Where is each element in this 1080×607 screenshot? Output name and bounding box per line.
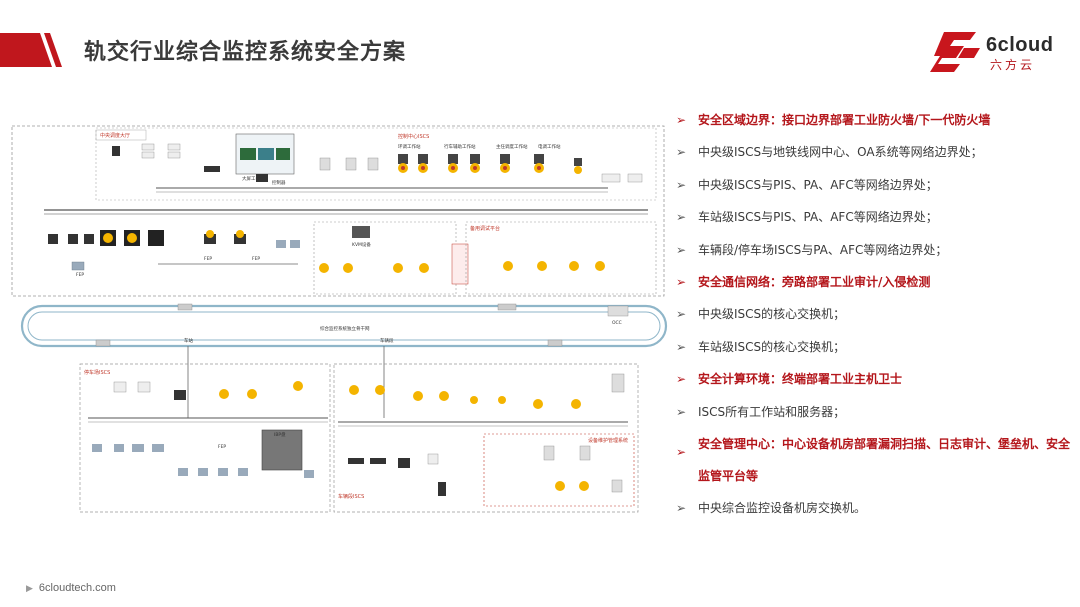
logo-subtitle: 六方云 <box>990 58 1036 72</box>
park-io <box>92 444 314 478</box>
point-item: ➢车站级ISCS的核心交换机； <box>676 339 846 354</box>
point-network-heading: ➢安全通信网络：旁路部署工业审计/入侵检测 <box>676 274 931 289</box>
arrow-icon: ➢ <box>676 242 687 257</box>
arrow-icon: ➢ <box>676 339 687 354</box>
center-dispatch-label: 中央调度大厅 <box>100 132 130 139</box>
kvm-label: KVM设备 <box>352 241 371 248</box>
arrow-icon: ➢ <box>676 177 687 192</box>
arrow-icon: ➢ <box>676 500 687 515</box>
occ-label: OCC <box>612 320 622 326</box>
backbone-ring <box>20 304 668 348</box>
controller-label: 控制器 <box>272 179 286 186</box>
point-item: ➢ISCS所有工作站和服务器； <box>676 404 846 419</box>
ws-label-4: 电调工作站 <box>538 143 561 150</box>
park-zone-label: 停车场ISCS <box>84 369 110 376</box>
security-points-list: ➢安全区域边界：接口边界部署工业防火墙/下一代防火墙 ➢中央级ISCS与地铁线网… <box>672 112 1072 532</box>
arrow-icon: ➢ <box>676 145 687 160</box>
point-item: ➢中央级ISCS的核心交换机； <box>676 307 846 322</box>
point-item: ➢车站级ISCS与PIS、PA、AFC等网络边界处； <box>676 210 938 225</box>
arrow-icon: ➢ <box>676 372 687 387</box>
maintenance-label: 设备维护管理系统 <box>588 437 628 444</box>
big-screen-label: 大屏工作站 <box>242 175 265 182</box>
station-label: 车站 <box>184 337 193 344</box>
point-management-heading: ➢安全管理中心：中心设备机房部署漏洞扫描、日志审计、堡垒机、安全监管平台等 <box>676 436 1071 483</box>
fep-label-1: FEP <box>76 272 84 278</box>
backup-platform-label: 备用调试平台 <box>470 225 500 232</box>
ring-label: 综合监控系统独立骨干网 <box>320 325 370 332</box>
point-item: ➢中央综合监控设备机房交换机。 <box>676 500 867 515</box>
page-title: 轨交行业综合监控系统安全方案 <box>84 40 407 65</box>
depot-zone-label: 车辆段ISCS <box>338 493 364 500</box>
arrow-icon: ➢ <box>676 404 687 419</box>
footer-url[interactable]: 6cloudtech.com <box>38 582 116 594</box>
maintenance-equipment <box>348 445 623 496</box>
server-group-left <box>48 230 164 271</box>
fep-label-4: FEP <box>218 444 226 450</box>
point-item: ➢中央级ISCS与PIS、PA、AFC等网络边界处； <box>676 177 938 192</box>
point-computing-heading: ➢安全计算环境：终端部署工业主机卫士 <box>676 372 903 387</box>
network-diagram: 控制中心ISCS 中央调度大厅 大屏工作站 控制器 环调工作站 行车辅助工作站 … <box>11 125 668 513</box>
ws-label-1: 环调工作站 <box>398 143 421 150</box>
center-zone-label: 控制中心ISCS <box>398 133 429 140</box>
arrow-icon: ➢ <box>676 274 687 289</box>
point-item: ➢中央级ISCS与地铁线网中心、OA系统等网络边界处； <box>676 145 983 160</box>
fep-label-3: FEP <box>252 256 260 262</box>
ibp-label: IBP盘 <box>274 431 286 438</box>
footer: ▶ 6cloudtech.com <box>26 582 116 594</box>
fep-label-2: FEP <box>204 256 212 262</box>
logo-text: 6cloud <box>986 34 1054 56</box>
workstation-row-top <box>319 154 582 174</box>
point-item: ➢车辆段/停车场ISCS与PA、AFC等网络边界处； <box>676 242 948 257</box>
ws-label-2: 行车辅助工作站 <box>444 143 476 150</box>
arrow-icon: ➢ <box>676 210 687 225</box>
park-equipment <box>113 381 303 400</box>
arrow-icon: ➢ <box>676 307 687 322</box>
depot-equipment <box>349 373 625 409</box>
logo-icon <box>930 32 980 72</box>
arrow-icon: ➢ <box>676 444 687 459</box>
ibp-panel <box>261 429 303 471</box>
kvm-workstations <box>319 261 605 273</box>
ws-label-3: 主任调度工作站 <box>496 143 528 150</box>
point-boundary-heading: ➢安全区域边界：接口边界部署工业防火墙/下一代防火墙 <box>676 113 991 127</box>
arrow-icon: ➢ <box>676 113 687 127</box>
depot-label: 车辆段 <box>380 337 394 344</box>
play-icon: ▶ <box>26 583 33 593</box>
control-center-zone <box>11 125 665 297</box>
header-accent-bar <box>0 33 62 67</box>
